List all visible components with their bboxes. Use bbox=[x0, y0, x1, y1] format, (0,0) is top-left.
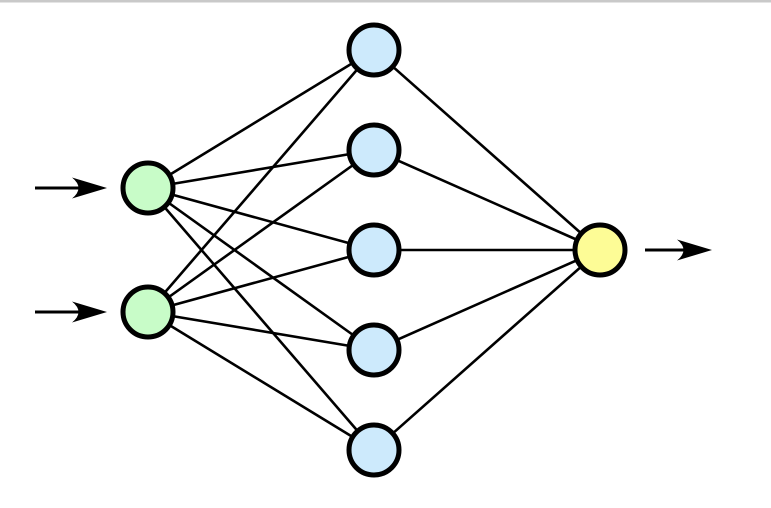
edge-input-1-hidden-2 bbox=[147, 148, 375, 190]
edge-hidden-2-output-1 bbox=[373, 148, 601, 252]
hidden-node-1 bbox=[346, 22, 402, 78]
edge-input-2-hidden-5 bbox=[147, 310, 375, 452]
input-node-1 bbox=[120, 160, 176, 216]
edge-input-1-hidden-1 bbox=[147, 48, 375, 190]
input-arrow-1-head bbox=[72, 177, 107, 199]
edge-input-2-hidden-4 bbox=[147, 310, 375, 352]
edge-input-2-hidden-3 bbox=[147, 248, 375, 314]
input-node-2 bbox=[120, 284, 176, 340]
edge-input-2-hidden-2 bbox=[147, 148, 375, 314]
top-border bbox=[0, 0, 771, 3]
input-arrow-2-head bbox=[72, 301, 107, 323]
edge-hidden-5-output-1 bbox=[373, 249, 601, 451]
hidden-node-5 bbox=[346, 422, 402, 478]
edge-input-1-hidden-4 bbox=[147, 186, 375, 352]
hidden-node-4 bbox=[346, 322, 402, 378]
edge-input-1-hidden-5 bbox=[147, 187, 375, 451]
edge-hidden-4-output-1 bbox=[373, 248, 601, 352]
edge-input-2-hidden-1 bbox=[147, 49, 375, 313]
hidden-node-3 bbox=[346, 222, 402, 278]
hidden-node-2 bbox=[346, 122, 402, 178]
edge-input-1-hidden-3 bbox=[147, 186, 375, 252]
edge-hidden-1-output-1 bbox=[373, 49, 601, 251]
output-arrow-head bbox=[677, 239, 712, 261]
output-node-1 bbox=[572, 222, 628, 278]
